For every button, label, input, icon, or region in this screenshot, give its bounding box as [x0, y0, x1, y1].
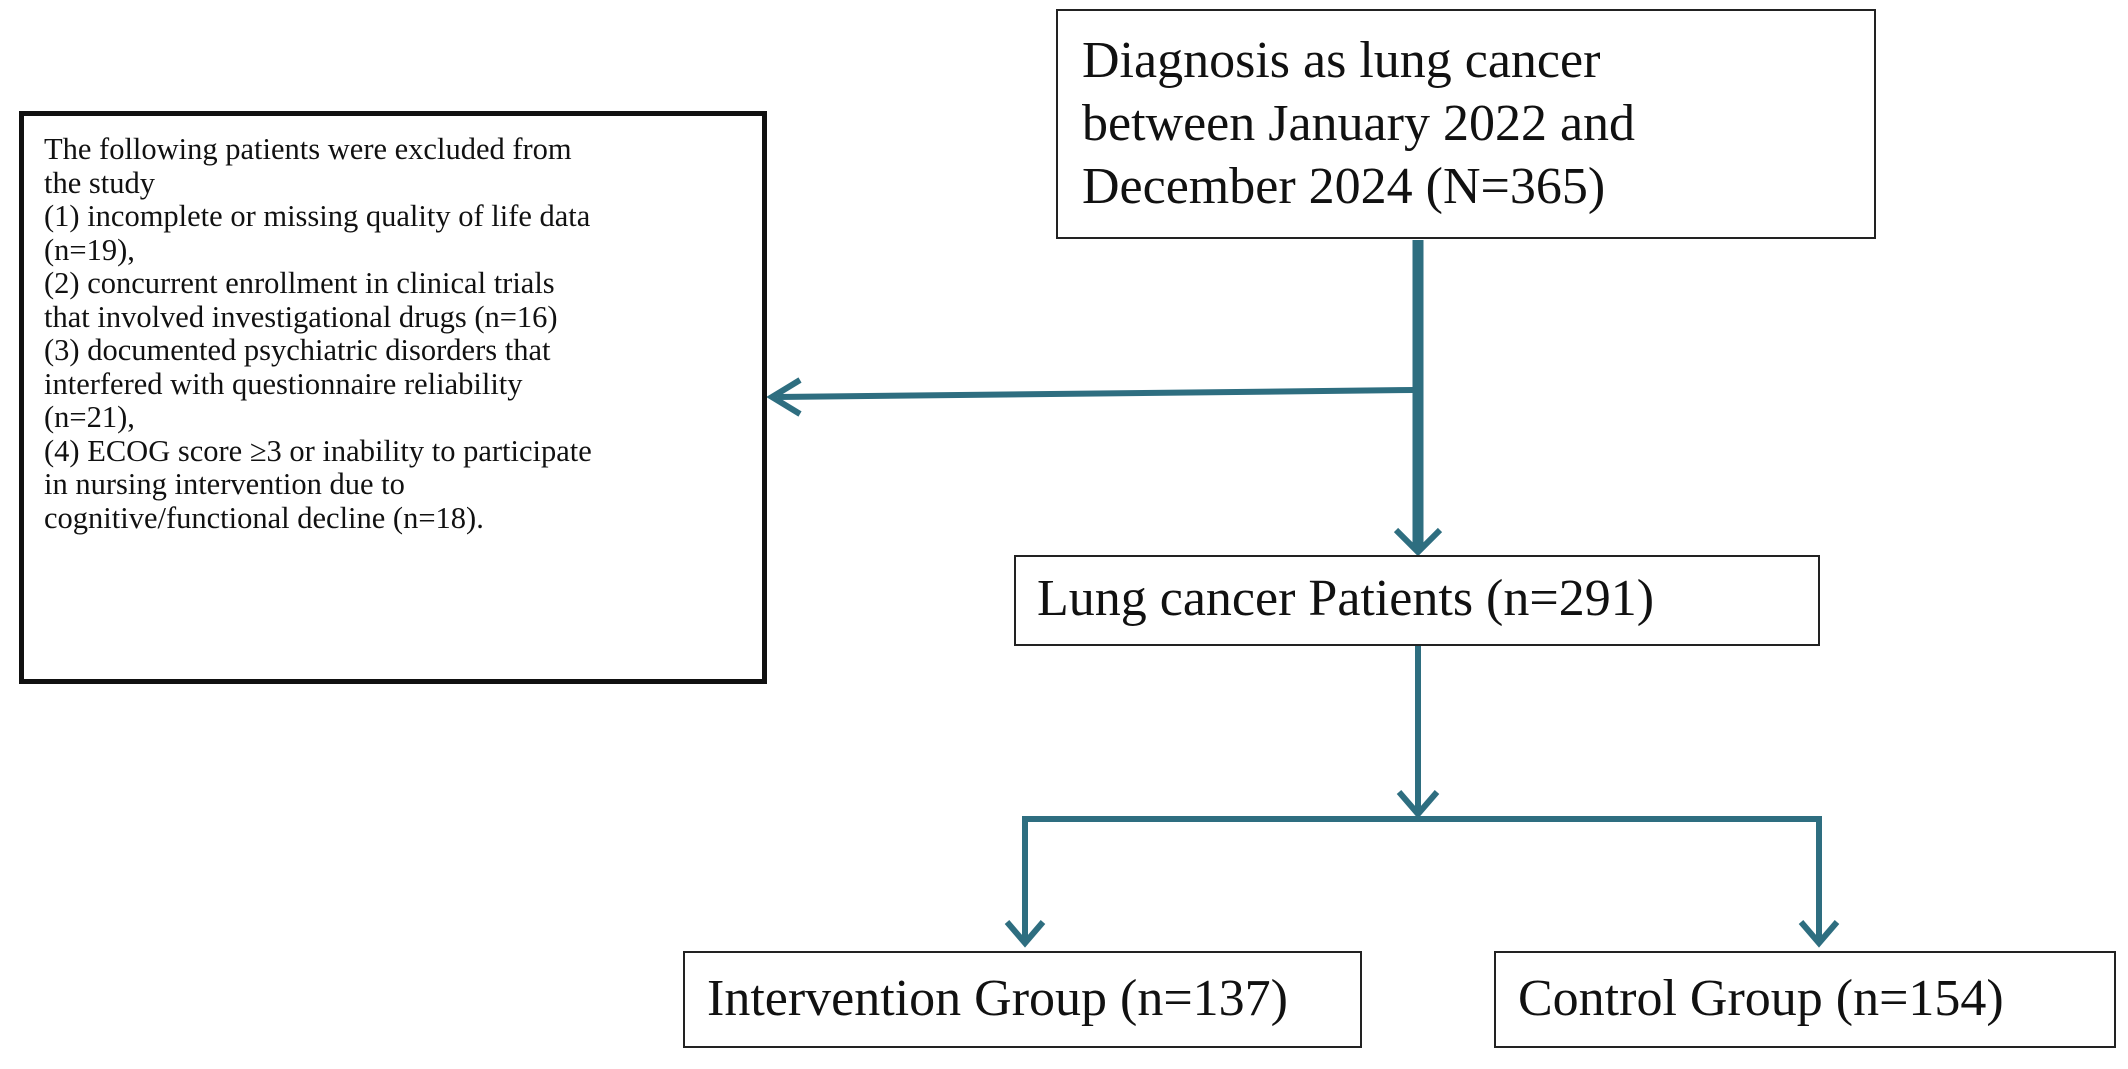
lung-cancer-patients-box: Lung cancer Patients (n=291) — [1014, 555, 1820, 646]
exclusion-line: (2) concurrent enrollment in clinical tr… — [44, 266, 555, 300]
exclusion-line: The following patients were excluded fro… — [44, 132, 572, 166]
exclusion-line: (n=21), — [44, 400, 135, 434]
diagnosis-line: December 2024 (N=365) — [1082, 158, 1606, 215]
arrowhead-split — [1396, 790, 1440, 819]
arrow-to-exclusion — [777, 387, 1415, 400]
diagnosis-line: between January 2022 and — [1082, 95, 1636, 152]
exclusion-line: interfered with questionnaire reliabilit… — [44, 366, 523, 401]
control-group-box: Control Group (n=154) — [1494, 951, 2116, 1048]
patients-label: Lung cancer Patients (n=291) — [1037, 570, 1655, 627]
exclusion-line: (1) incomplete or missing quality of lif… — [44, 199, 591, 233]
exclusion-line: in nursing intervention due to — [44, 467, 405, 501]
intervention-label: Intervention Group (n=137) — [707, 970, 1288, 1027]
arrowhead-patients — [1393, 527, 1443, 557]
diagnosis-line: Diagnosis as lung cancer — [1082, 32, 1601, 89]
exclusion-line: the study — [44, 165, 155, 200]
exclusion-line: (n=19), — [44, 232, 135, 267]
exclusion-line: that involved investigational drugs (n=1… — [44, 299, 558, 334]
control-label: Control Group (n=154) — [1518, 970, 2004, 1027]
diagnosis-box: Diagnosis as lung cancer between January… — [1056, 9, 1876, 239]
exclusion-line: (4) ECOG score ≥3 or inability to partic… — [44, 433, 592, 468]
exclusion-line: (3) documented psychiatric disorders tha… — [44, 333, 551, 367]
intervention-group-box: Intervention Group (n=137) — [683, 951, 1362, 1048]
exclusion-line: cognitive/functional decline (n=18). — [44, 500, 484, 535]
exclusion-criteria-box: The following patients were excluded fro… — [19, 111, 767, 684]
arrowhead-intervention — [1004, 920, 1046, 948]
arrowhead-exclusion — [766, 377, 802, 417]
arrowhead-control — [1798, 920, 1840, 948]
